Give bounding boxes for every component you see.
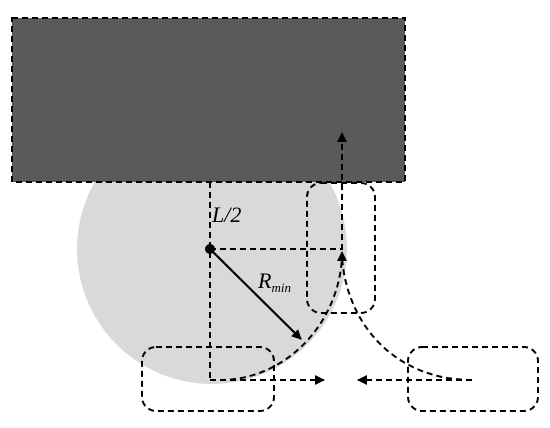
path-curve-right [341,257,473,381]
turning-center-point [205,244,215,254]
radius-label-subscript: min [271,280,291,295]
obstacle-block [11,17,406,183]
radius-label: Rmin [257,268,291,295]
vehicle-outline-top [306,182,376,314]
path-curve-left [219,257,343,381]
half-length-label: L/2 [211,202,241,227]
radius-arrow [209,248,302,340]
radius-label-main: R [257,268,272,293]
